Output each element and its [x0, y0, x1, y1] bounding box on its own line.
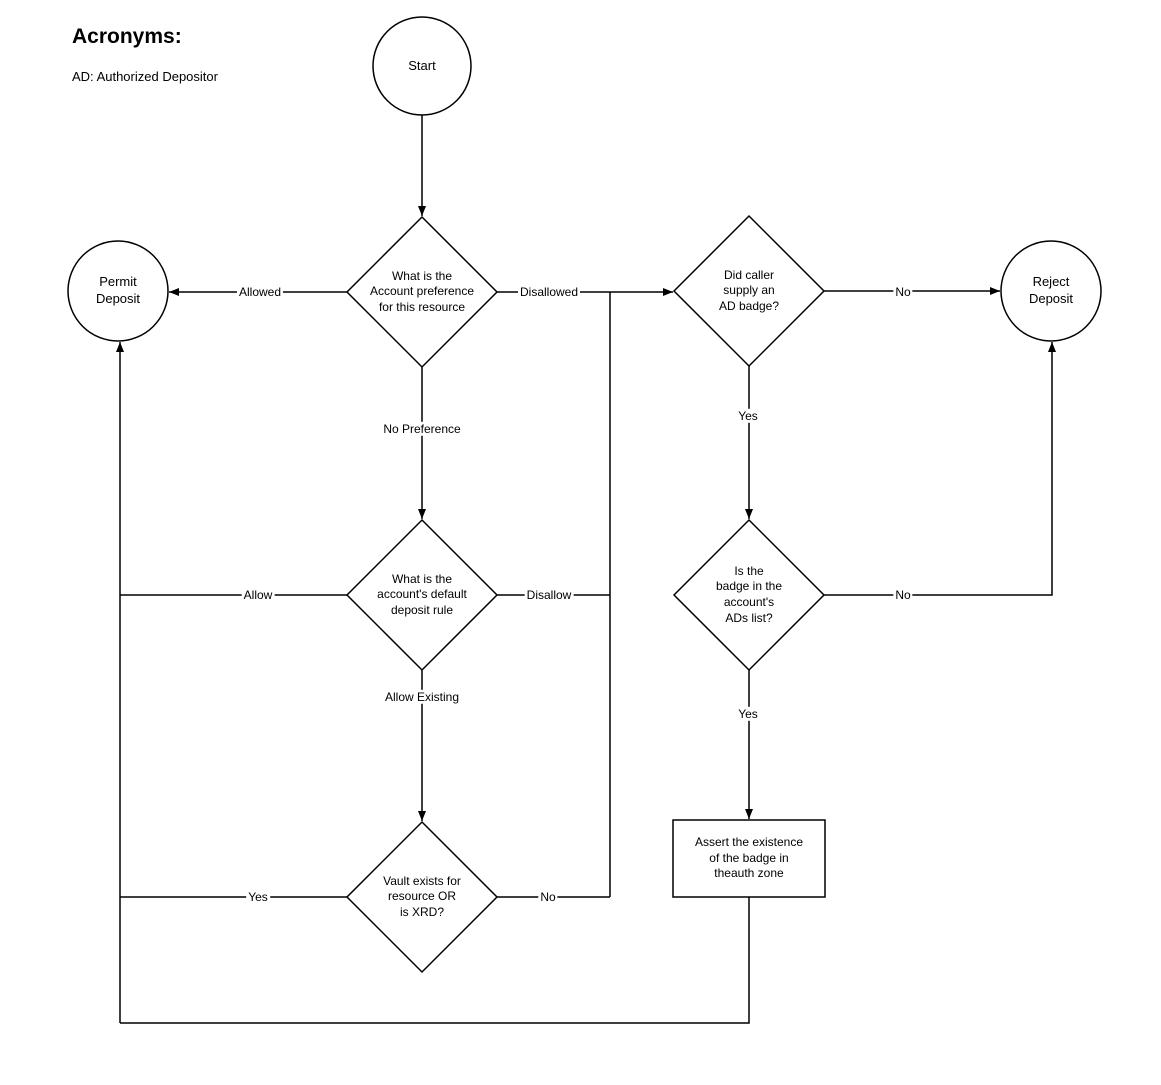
reject-deposit-circle [1000, 240, 1102, 342]
edge-ads-no [824, 342, 1056, 596]
permit-deposit-circle [67, 240, 169, 342]
ad-badge-diamond [672, 214, 826, 368]
edge-rect-return [120, 897, 750, 1024]
acronyms-heading: Acronyms: [72, 25, 182, 48]
acronym-definition: AD: Authorized Depositor [72, 69, 218, 84]
account-preference-diamond [345, 215, 499, 369]
assert-badge-rect [672, 819, 826, 898]
vault-exists-diamond [345, 820, 499, 974]
ads-list-diamond [672, 518, 826, 672]
default-deposit-rule-diamond [345, 518, 499, 672]
start-circle [372, 16, 472, 116]
